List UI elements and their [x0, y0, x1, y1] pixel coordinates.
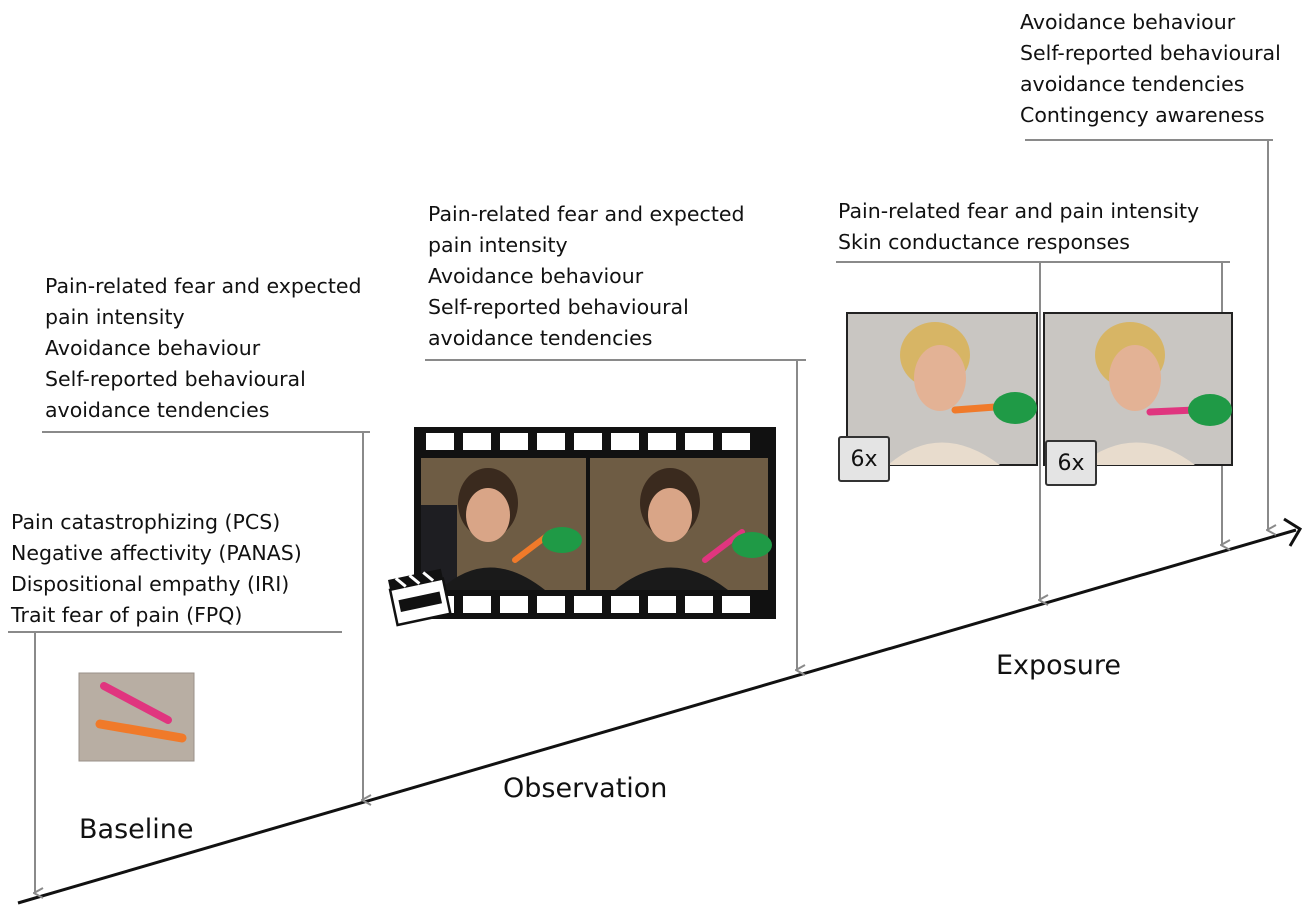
measure-item: Self-reported behavioural — [1020, 41, 1281, 65]
measure-item: pain intensity — [428, 233, 568, 257]
measure-item: Self-reported behavioural — [428, 295, 689, 319]
observation-post-connector — [425, 359, 806, 670]
repeat-count-badge: 6x — [1045, 440, 1097, 486]
baseline-post-measures-list: Pain-related fear and expected pain inte… — [45, 271, 361, 426]
exposure-post-connector — [1025, 139, 1273, 530]
measure-item: Avoidance behaviour — [1020, 10, 1236, 34]
film-strip — [414, 427, 776, 619]
measure-item: Negative affectivity (PANAS) — [11, 541, 302, 565]
measure-item: Skin conductance responses — [838, 230, 1130, 254]
measure-item: Dispositional empathy (IRI) — [11, 572, 290, 596]
measure-item: Pain-related fear and expected — [45, 274, 362, 298]
measure-item: Contingency awareness — [1020, 103, 1265, 127]
stimulus-sticks-photo — [78, 672, 195, 762]
measure-item: Avoidance behaviour — [428, 264, 644, 288]
measure-item: Pain catastrophizing (PCS) — [11, 510, 281, 534]
film-perforations-bottom — [426, 596, 750, 613]
measure-item: Avoidance behaviour — [45, 336, 261, 360]
clapperboard-icon — [388, 568, 452, 627]
film-frame-pink-stick — [590, 458, 772, 590]
baseline-post-connector — [42, 431, 370, 800]
film-perforations-top — [426, 433, 750, 450]
exposure-post-measures-list: Avoidance behaviour Self-reported behavi… — [1020, 7, 1281, 131]
measure-item: avoidance tendencies — [45, 398, 270, 422]
orange-stick — [95, 719, 187, 743]
measure-item: Pain-related fear and pain intensity — [838, 199, 1200, 223]
measure-item: avoidance tendencies — [428, 326, 653, 350]
observation-post-measures-list: Pain-related fear and expected pain inte… — [428, 199, 744, 354]
timeline-arrow — [17, 517, 1303, 905]
film-frame-orange-stick — [421, 458, 586, 590]
phase-label-baseline: Baseline — [79, 814, 194, 845]
measure-item: Self-reported behavioural — [45, 367, 306, 391]
measure-item: Pain-related fear and expected — [428, 202, 745, 226]
exposure-trial-measures-list: Pain-related fear and pain intensity Ski… — [838, 196, 1199, 258]
exposure-photo-pink-stick — [1043, 312, 1233, 466]
measure-item: pain intensity — [45, 305, 185, 329]
pink-stick — [100, 682, 172, 724]
baseline-measure-connector — [8, 631, 342, 893]
phase-label-exposure: Exposure — [996, 650, 1121, 681]
phase-label-observation: Observation — [503, 773, 668, 804]
measure-item: avoidance tendencies — [1020, 72, 1245, 96]
baseline-measures-list: Pain catastrophizing (PCS) Negative affe… — [11, 507, 302, 631]
repeat-count-badge: 6x — [838, 436, 890, 482]
exposure-photo-orange-stick — [846, 312, 1038, 466]
measure-item: Trait fear of pain (FPQ) — [11, 603, 243, 627]
